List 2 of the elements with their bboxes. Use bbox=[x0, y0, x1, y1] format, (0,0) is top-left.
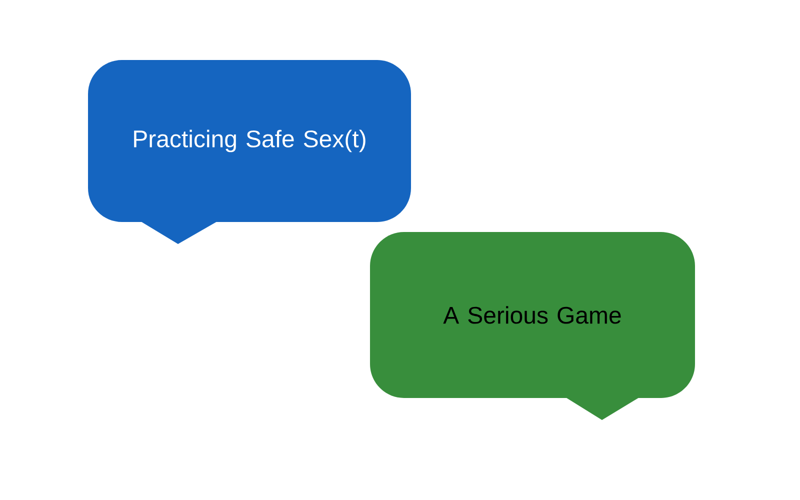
speech-bubble: Practicing Safe Sex(t) bbox=[88, 60, 411, 244]
speech-bubble: A Serious Game bbox=[370, 232, 695, 420]
